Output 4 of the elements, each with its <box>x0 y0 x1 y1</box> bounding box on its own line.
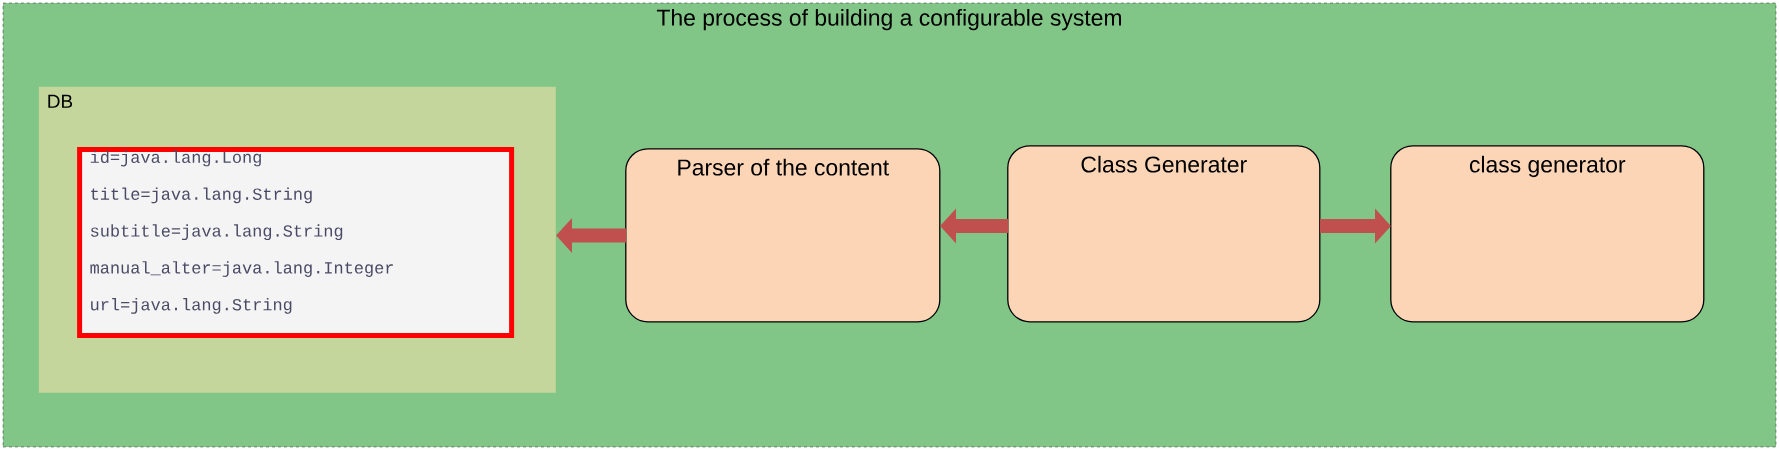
process-box: class generator <box>1390 145 1705 323</box>
code-listing: id=java.lang.Long title=java.lang.String subtitle=java.lang.String manual_alter=java.lang.Integer url=java.lang.String <box>77 147 515 339</box>
process-box: Parser of the content <box>625 148 941 323</box>
process-box: Class Generater <box>1007 145 1321 323</box>
